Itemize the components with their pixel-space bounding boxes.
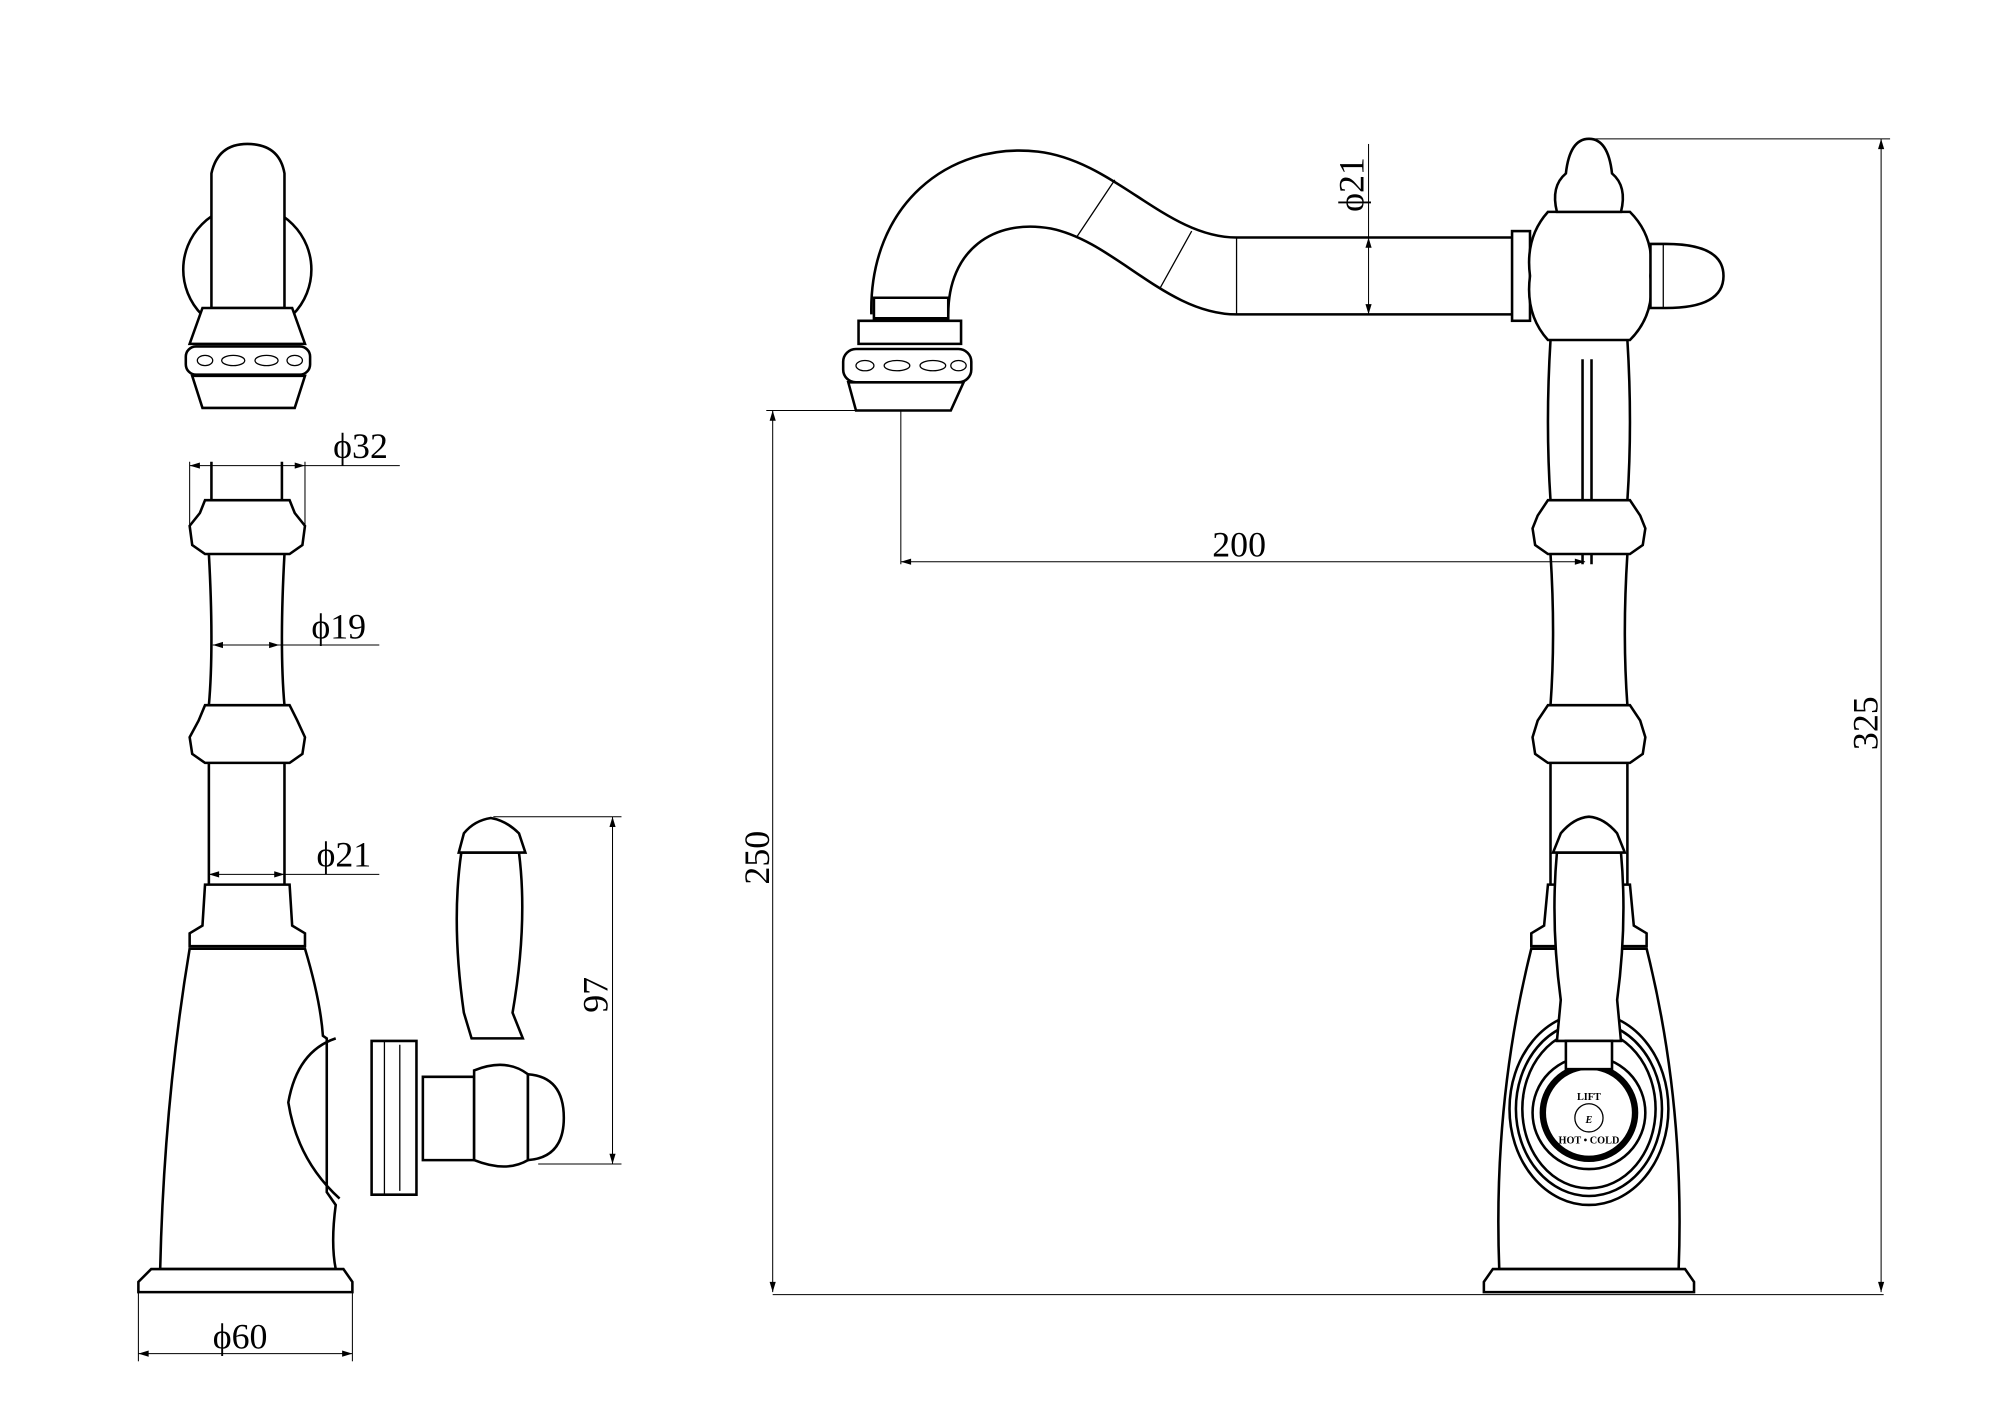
front-head — [1527, 210, 1653, 342]
dim-phi21-spout-label: ϕ21 — [1331, 157, 1371, 212]
dim-200-label: 200 — [1212, 525, 1266, 565]
faucet-body — [158, 947, 338, 1271]
top-handle-lever — [210, 142, 286, 310]
middle-ring — [188, 703, 307, 765]
side-handle-knob — [526, 1072, 566, 1162]
dim-phi32-label: ϕ32 — [333, 426, 388, 466]
base-plate — [137, 1267, 354, 1294]
spout-outer — [870, 149, 1513, 315]
spout-inner — [946, 225, 1513, 316]
dim-phi60-label: ϕ60 — [213, 1316, 268, 1356]
logo-monogram: E — [1585, 1115, 1593, 1126]
front-base-plate — [1482, 1267, 1696, 1294]
front-view-faucet: LIFT E HOT • COLD — [841, 137, 1725, 1294]
dim-97-label: 97 — [575, 977, 615, 1013]
top-finial — [1553, 137, 1625, 214]
aerator-ring — [184, 345, 312, 376]
dim-phi21-side-label: ϕ21 — [317, 835, 372, 875]
side-view-dimensions: ϕ32 ϕ19 ϕ21 ϕ60 97 — [137, 426, 622, 1362]
dim-phi19-label: ϕ19 — [311, 607, 366, 647]
logo-lift-text: LIFT — [1577, 1092, 1601, 1103]
side-handle-lever — [455, 851, 525, 1040]
front-view-dimensions: ϕ21 200 250 325 — [737, 138, 1891, 1296]
spout-aerator — [841, 347, 973, 384]
dim-325-label: 325 — [1845, 696, 1885, 750]
upper-ring — [188, 498, 307, 556]
side-finial — [1649, 242, 1725, 310]
dim-250-label: 250 — [737, 831, 777, 885]
side-view-faucet — [137, 142, 566, 1294]
logo-hot-cold-text: HOT • COLD — [1558, 1135, 1619, 1146]
front-handle-lever — [1553, 851, 1625, 1043]
